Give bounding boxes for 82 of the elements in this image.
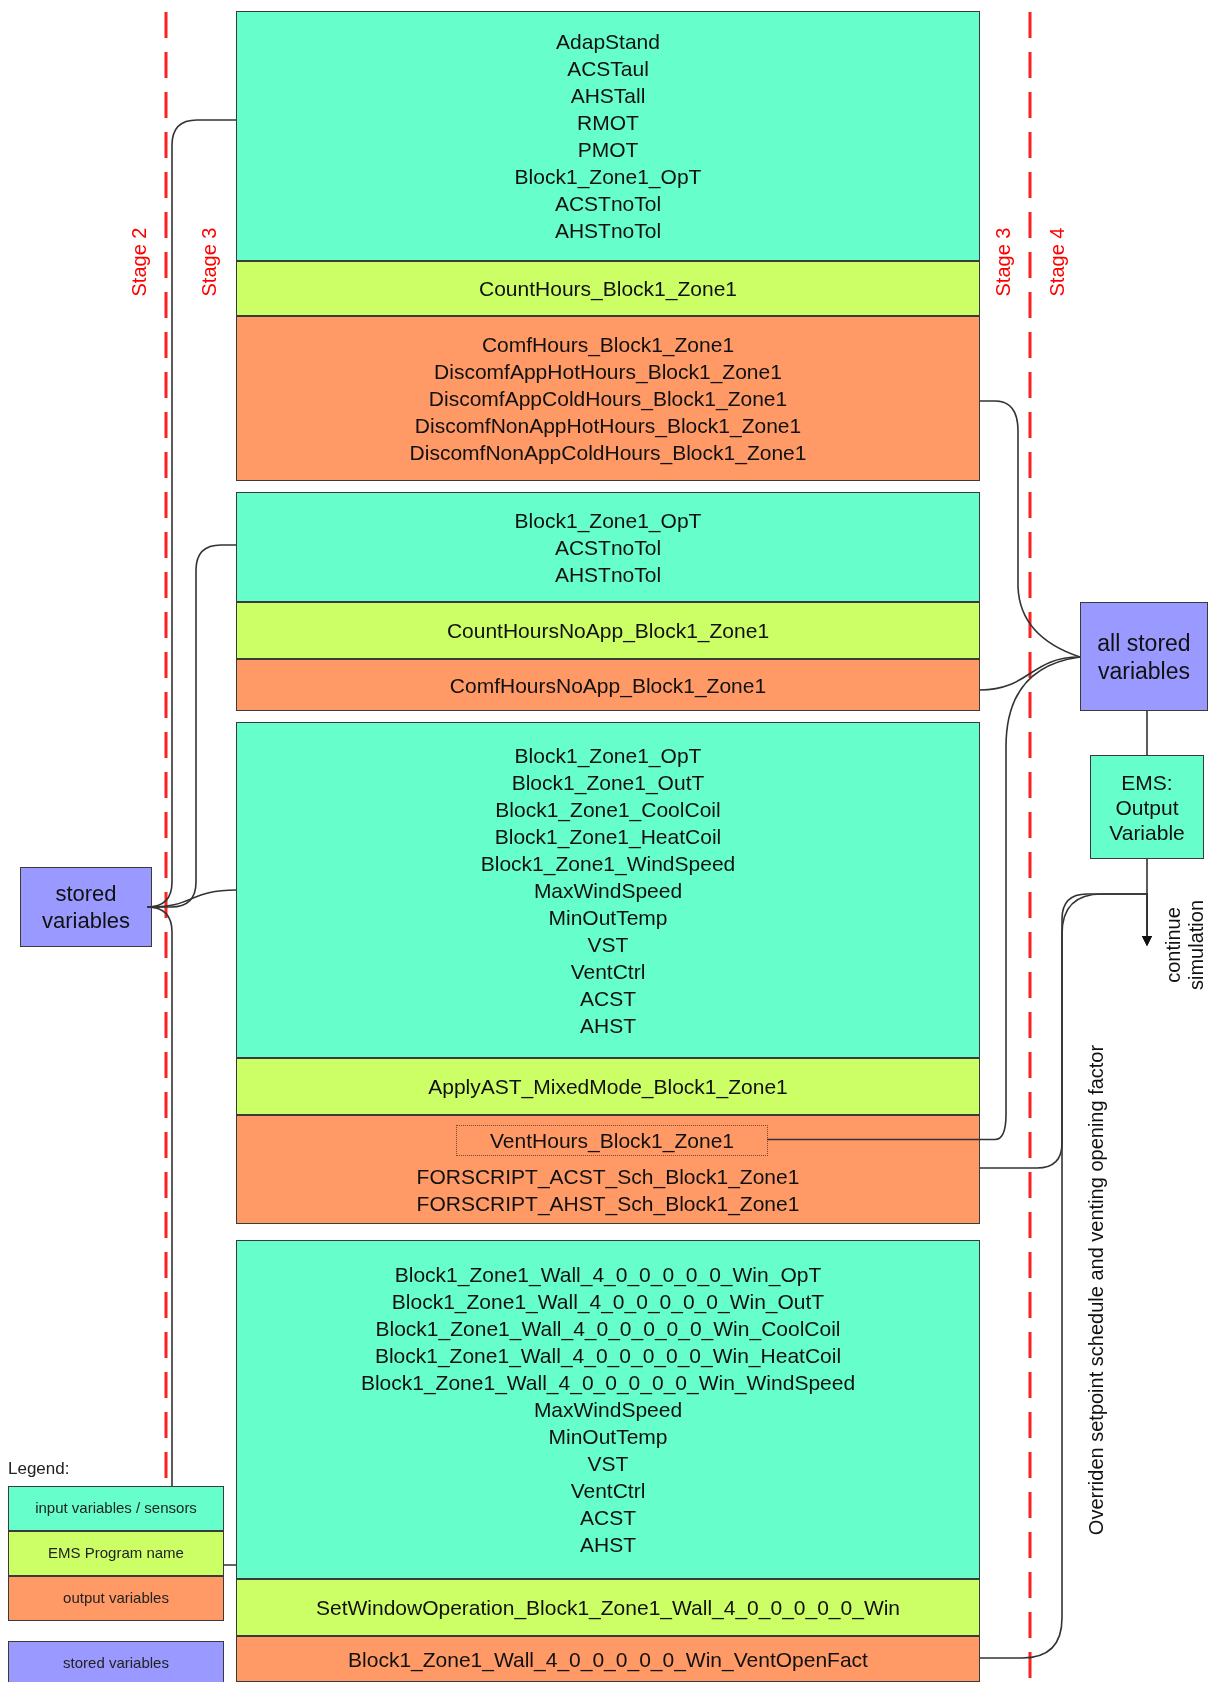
legend-text: output variables xyxy=(63,1588,169,1609)
input-variables-box xyxy=(236,11,980,261)
dotted-highlight-box xyxy=(456,1125,768,1156)
variable-text: RMOT xyxy=(577,110,639,136)
variable-text: VentHours_Block1_Zone1 xyxy=(490,1128,734,1154)
legend-title: Legend: xyxy=(8,1458,70,1480)
variable-text: Block1_Zone1_HeatCoil xyxy=(494,823,722,850)
input-variables-box xyxy=(236,1240,980,1579)
variable-text: VST xyxy=(587,931,629,958)
stage-label: Stage 2 xyxy=(127,227,151,297)
variable-text: ACST xyxy=(580,1505,636,1531)
stage-label: Stage 4 xyxy=(1045,227,1069,297)
stage-label: Stage 3 xyxy=(991,227,1015,297)
connector-line xyxy=(979,656,1081,691)
variable-text: Block1_Zone1_Wall_4_0_0_0_0_0_Win_VentOpenFact xyxy=(348,1646,868,1673)
variable-text: DiscomfNonAppHotHours_Block1_Zone1 xyxy=(414,413,802,439)
program-name-box xyxy=(236,1579,980,1636)
program-name-box xyxy=(236,1058,980,1115)
variable-text: Block1_Zone1_Wall_4_0_0_0_0_0_Win_OpT xyxy=(394,1262,822,1288)
input-variables-box xyxy=(236,722,980,1058)
variable-text: FORSCRIPT_ACST_Sch_Block1_Zone1 xyxy=(416,1163,800,1190)
output-variables-box xyxy=(236,316,980,481)
variable-text: AdapStand xyxy=(556,29,660,55)
variable-text: AHST xyxy=(580,1012,636,1039)
variable-text: Block1_Zone1_Wall_4_0_0_0_0_0_Win_OutT xyxy=(391,1289,825,1315)
stored-variables-box xyxy=(20,867,152,947)
variable-text: ACSTnoTol xyxy=(554,191,662,217)
variable-text: MinOutTemp xyxy=(548,904,668,931)
connector-line xyxy=(766,656,1081,1141)
variable-text: FORSCRIPT_AHST_Sch_Block1_Zone1 xyxy=(416,1190,800,1217)
variable-text: SetWindowOperation_Block1_Zone1_Wall_4_0_0_0_0_0_Win xyxy=(315,1595,901,1621)
variable-text: Block1_Zone1_Wall_4_0_0_0_0_0_Win_CoolCoil xyxy=(375,1316,841,1342)
variable-text: ACSTaul xyxy=(567,56,649,82)
legend-text: EMS Program name xyxy=(48,1543,184,1564)
variable-text: Block1_Zone1_WindSpeed xyxy=(480,850,736,877)
variable-text: Block1_Zone1_CoolCoil xyxy=(495,796,721,823)
variable-text: CountHours_Block1_Zone1 xyxy=(479,276,737,302)
variable-text: VentCtrl xyxy=(570,1478,646,1504)
variable-text: all stored variables xyxy=(1096,628,1192,685)
variable-text: DiscomfNonAppColdHours_Block1_Zone1 xyxy=(409,440,807,466)
program-name-box xyxy=(236,602,980,659)
program-name-box xyxy=(236,261,980,316)
variable-text: VST xyxy=(587,1451,629,1477)
output-variables-box xyxy=(236,1115,980,1224)
variable-text: AHSTnoTol xyxy=(554,218,662,244)
variable-text: MaxWindSpeed xyxy=(533,877,683,904)
variable-text: stored variables xyxy=(40,880,131,934)
connector-line xyxy=(1146,710,1148,756)
variable-text: AHSTnoTol xyxy=(554,561,662,588)
variable-text: ComfHours_Block1_Zone1 xyxy=(481,332,735,358)
variable-text: DiscomfAppHotHours_Block1_Zone1 xyxy=(434,359,782,385)
variable-text: ApplyAST_MixedMode_Block1_Zone1 xyxy=(428,1074,788,1100)
variable-text: Block1_Zone1_OpT xyxy=(514,164,702,190)
variable-text: MinOutTemp xyxy=(548,1424,668,1450)
ems-output-box xyxy=(1090,755,1204,859)
variable-text: EMS: Output Variable xyxy=(1108,769,1186,845)
connector-line xyxy=(979,893,1152,1659)
variable-text: AHSTall xyxy=(570,83,646,109)
variable-text: PMOT xyxy=(577,137,639,163)
all-stored-variables-box xyxy=(1080,602,1208,711)
variable-text: AHST xyxy=(580,1532,636,1558)
output-variables-box xyxy=(236,1636,980,1682)
variable-text: Block1_Zone1_OpT xyxy=(514,742,702,769)
edge-label: Overriden setpoint schedule and venting opening factor xyxy=(1084,1043,1108,1538)
connector-line xyxy=(979,400,1081,658)
variable-text: ComfHoursNoApp_Block1_Zone1 xyxy=(449,672,767,699)
legend-text: input variables / sensors xyxy=(35,1498,197,1519)
legend-text: stored variables xyxy=(63,1653,169,1674)
variable-text: VentCtrl xyxy=(570,958,646,985)
stage-label: Stage 3 xyxy=(197,227,221,297)
variable-text: DiscomfAppColdHours_Block1_Zone1 xyxy=(428,386,788,412)
variable-text: ACST xyxy=(580,985,636,1012)
variable-text: Block1_Zone1_Wall_4_0_0_0_0_0_Win_WindSpeed xyxy=(360,1370,856,1396)
input-variables-box xyxy=(236,492,980,602)
output-variables-box xyxy=(236,659,980,711)
edge-label: continue simulation xyxy=(1162,899,1208,993)
variable-text: MaxWindSpeed xyxy=(533,1397,683,1423)
variable-text: Block1_Zone1_Wall_4_0_0_0_0_0_Win_HeatCoil xyxy=(374,1343,842,1369)
variable-text: Block1_Zone1_OutT xyxy=(511,769,705,796)
variable-text: CountHoursNoApp_Block1_Zone1 xyxy=(446,618,770,644)
variable-text: ACSTnoTol xyxy=(554,534,662,561)
variable-text: Block1_Zone1_OpT xyxy=(514,507,702,534)
